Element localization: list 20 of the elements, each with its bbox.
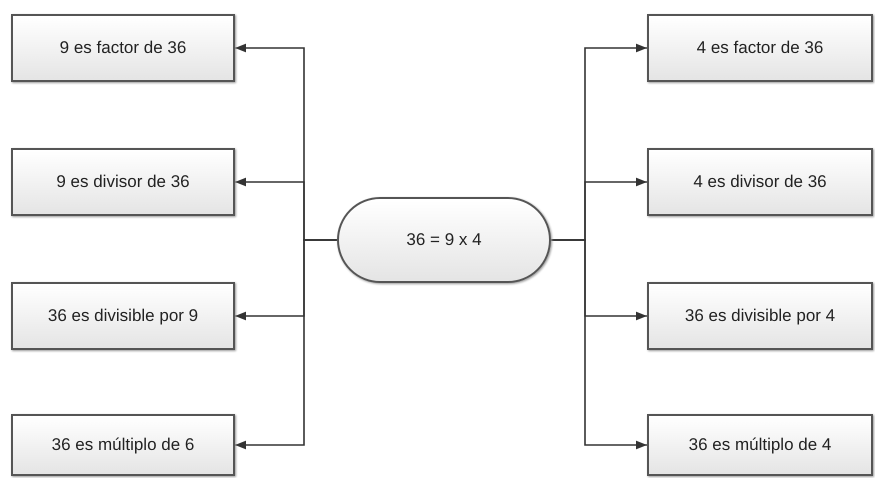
node-text: 36 es múltiplo de 6 <box>52 435 194 455</box>
node-text: 36 = 9 x 4 <box>406 230 482 250</box>
process-box <box>647 282 873 350</box>
node-text: 9 es factor de 36 <box>60 38 186 58</box>
process-box <box>11 414 235 476</box>
process-box <box>11 148 235 216</box>
process-box <box>11 14 235 82</box>
connector-arrow <box>551 239 647 450</box>
process-box <box>647 148 873 216</box>
terminal-shape <box>337 197 551 283</box>
connector-arrow <box>235 239 337 450</box>
node-text: 4 es factor de 36 <box>696 38 824 58</box>
process-box <box>647 14 873 82</box>
node-text: 36 es múltiplo de 4 <box>688 435 832 455</box>
node-text: 4 es divisor de 36 <box>693 172 827 192</box>
node-text: 36 es divisible por 4 <box>684 306 836 326</box>
process-box <box>647 414 873 476</box>
node-text: 9 es divisor de 36 <box>56 172 190 192</box>
node-text: 36 es divisible por 9 <box>48 306 198 326</box>
process-box <box>11 282 235 350</box>
